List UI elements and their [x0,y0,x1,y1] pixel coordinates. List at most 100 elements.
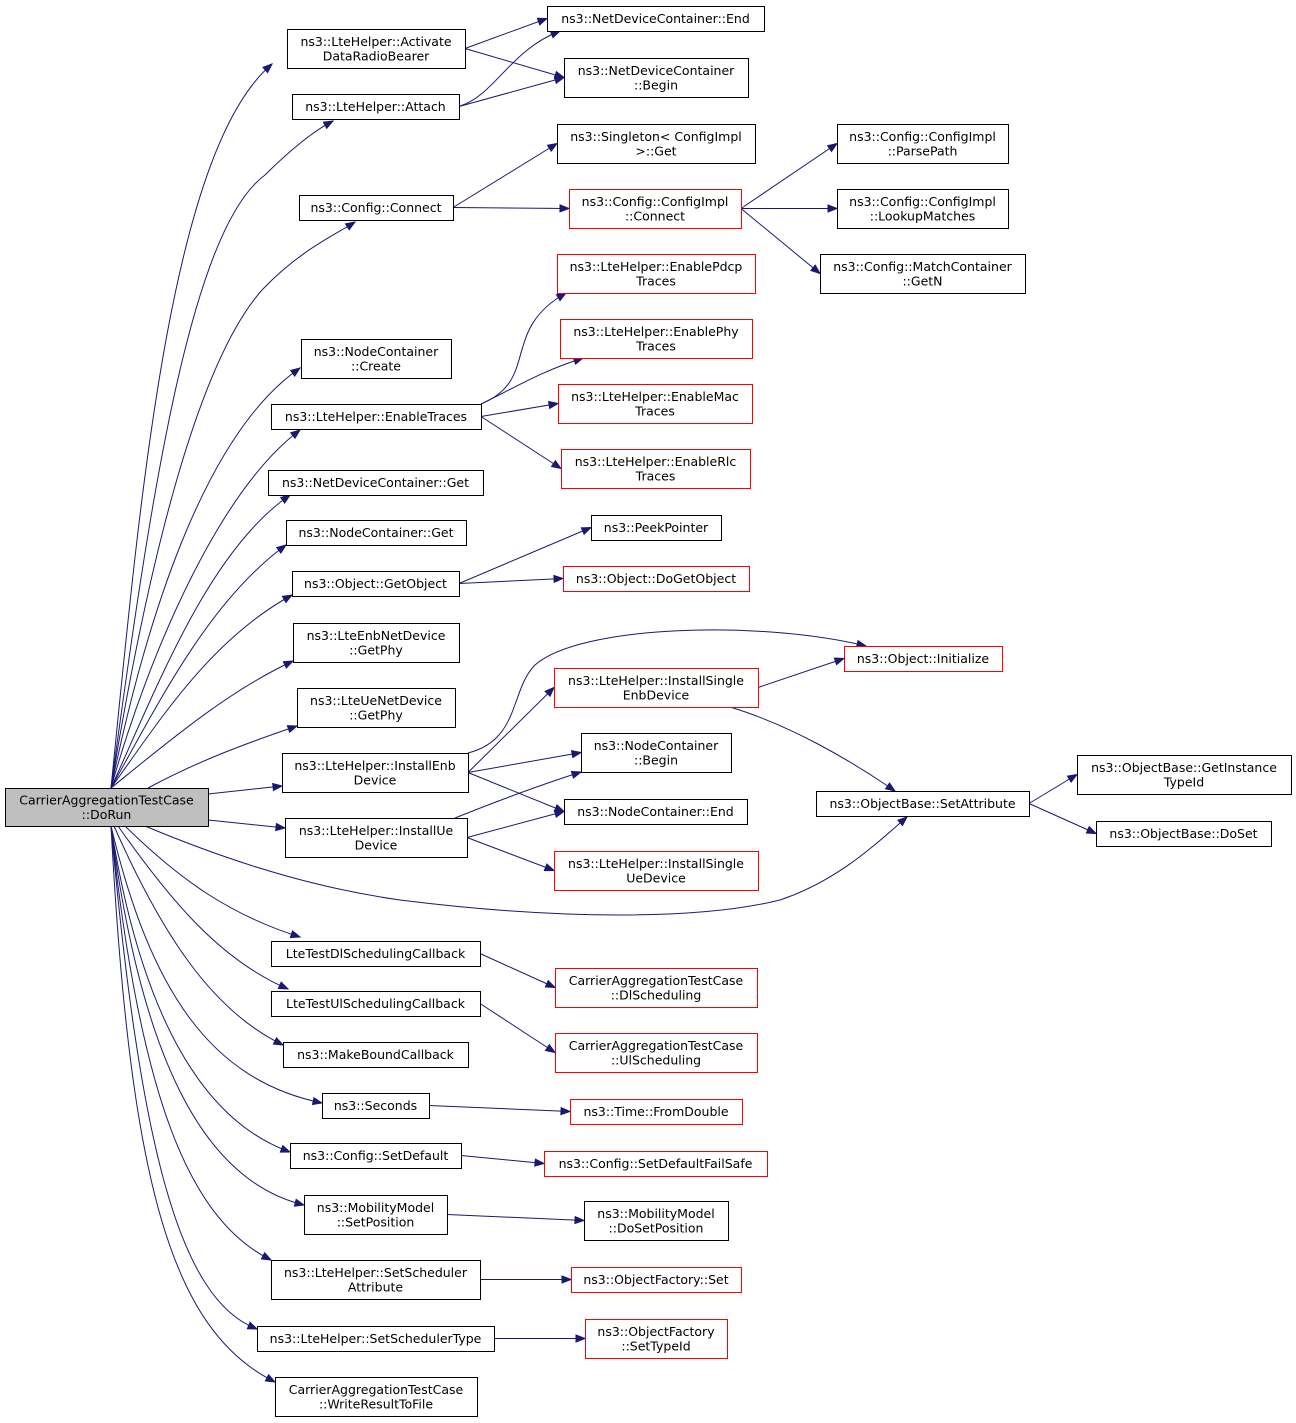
node-box-nc_get[interactable] [286,520,467,546]
node-box-fromdouble[interactable] [570,1099,743,1125]
node-box-doset[interactable] [1096,821,1272,847]
node-box-mm_setposition[interactable] [304,1195,448,1235]
node-box-ue_getphy[interactable] [297,688,456,728]
node-box-configimpl_connect[interactable] [569,189,742,229]
node-box-objectfactory_settypeid[interactable] [585,1319,728,1359]
node-ul_scheduling[interactable]: CarrierAggregationTestCase::UlScheduling [555,1033,758,1073]
node-box-dogetobject[interactable] [563,566,750,592]
node-mm_dosetposition[interactable]: ns3::MobilityModel::DoSetPosition [584,1201,729,1241]
node-fromdouble[interactable]: ns3::Time::FromDouble [570,1099,743,1125]
node-objectfactory_settypeid[interactable]: ns3::ObjectFactory::SetTypeId [585,1319,728,1359]
node-matchcontainer_getn[interactable]: ns3::Config::MatchContainer::GetN [820,254,1026,294]
node-seconds[interactable]: ns3::Seconds [322,1093,430,1119]
node-box-install_single_enb[interactable] [554,668,759,708]
node-box-set_scheduler_attr[interactable] [271,1260,481,1300]
node-box-ul_callback[interactable] [271,991,481,1017]
node-parsepath[interactable]: ns3::Config::ConfigImpl::ParsePath [837,124,1009,164]
node-setattribute[interactable]: ns3::ObjectBase::SetAttribute [816,791,1030,817]
node-box-install_single_ue[interactable] [554,851,759,891]
node-dl_callback[interactable]: LteTestDlSchedulingCallback [271,941,481,967]
node-box-nodecontainer_create[interactable] [301,339,452,379]
node-config_connect[interactable]: ns3::Config::Connect [299,195,454,221]
node-mm_setposition[interactable]: ns3::MobilityModel::SetPosition [304,1195,448,1235]
node-nc_end[interactable]: ns3::NodeContainer::End [564,799,748,825]
node-box-dl_callback[interactable] [271,941,481,967]
node-box-setdefault[interactable] [290,1143,462,1169]
node-root[interactable]: CarrierAggregationTestCase::DoRun [5,788,209,827]
node-makeboundcallback[interactable]: ns3::MakeBoundCallback [283,1042,469,1068]
node-writeresult[interactable]: CarrierAggregationTestCase::WriteResultT… [275,1377,478,1417]
node-singleton_get[interactable]: ns3::Singleton< ConfigImpl>::Get [557,124,756,164]
node-box-getinstancetypeid[interactable] [1077,755,1292,795]
node-enb_getphy[interactable]: ns3::LteEnbNetDevice::GetPhy [293,623,460,663]
node-box-ul_scheduling[interactable] [555,1033,758,1073]
node-box-singleton_get[interactable] [557,124,756,164]
node-box-nc_end[interactable] [564,799,748,825]
node-box-config_connect[interactable] [299,195,454,221]
node-box-writeresult[interactable] [275,1377,478,1417]
node-box-mm_dosetposition[interactable] [584,1201,729,1241]
node-box-setdefaultfailsafe[interactable] [544,1151,768,1177]
node-box-enb_getphy[interactable] [293,623,460,663]
node-box-nc_begin[interactable] [581,733,732,773]
node-ndc_end[interactable]: ns3::NetDeviceContainer::End [547,6,765,32]
node-box-install_enb[interactable] [282,753,469,793]
node-box-enable_rlc[interactable] [561,449,751,489]
node-box-enable_mac[interactable] [558,384,753,424]
node-peekpointer[interactable]: ns3::PeekPointer [591,515,722,541]
node-object_initialize[interactable]: ns3::Object::Initialize [844,646,1003,672]
node-box-enable_traces[interactable] [271,404,482,430]
node-box-set_scheduler_type[interactable] [257,1326,495,1352]
node-doset[interactable]: ns3::ObjectBase::DoSet [1096,821,1272,847]
node-box-getobject[interactable] [292,571,460,597]
node-box-matchcontainer_getn[interactable] [820,254,1026,294]
node-setdefault[interactable]: ns3::Config::SetDefault [290,1143,462,1169]
node-set_scheduler_type[interactable]: ns3::LteHelper::SetSchedulerType [257,1326,495,1352]
node-box-ndc_end[interactable] [547,6,765,32]
node-ue_getphy[interactable]: ns3::LteUeNetDevice::GetPhy [297,688,456,728]
node-ndc_begin[interactable]: ns3::NetDeviceContainer::Begin [564,58,749,98]
node-ul_callback[interactable]: LteTestUlSchedulingCallback [271,991,481,1017]
node-box-root[interactable] [5,788,209,827]
node-attach[interactable]: ns3::LteHelper::Attach [292,94,460,120]
node-lookupmatches[interactable]: ns3::Config::ConfigImpl::LookupMatches [837,189,1009,229]
node-box-lookupmatches[interactable] [837,189,1009,229]
node-box-peekpointer[interactable] [591,515,722,541]
node-box-dl_scheduling[interactable] [555,968,758,1008]
node-box-object_initialize[interactable] [844,646,1003,672]
node-nc_begin[interactable]: ns3::NodeContainer::Begin [581,733,732,773]
node-box-makeboundcallback[interactable] [283,1042,469,1068]
node-box-ndc_begin[interactable] [564,58,749,98]
node-getobject[interactable]: ns3::Object::GetObject [292,571,460,597]
node-dogetobject[interactable]: ns3::Object::DoGetObject [563,566,750,592]
node-box-enable_phy[interactable] [560,319,753,359]
node-box-seconds[interactable] [322,1093,430,1119]
node-enable_traces[interactable]: ns3::LteHelper::EnableTraces [271,404,482,430]
node-configimpl_connect[interactable]: ns3::Config::ConfigImpl::Connect [569,189,742,229]
node-setdefaultfailsafe[interactable]: ns3::Config::SetDefaultFailSafe [544,1151,768,1177]
node-box-setattribute[interactable] [816,791,1030,817]
node-nc_get[interactable]: ns3::NodeContainer::Get [286,520,467,546]
node-box-attach[interactable] [292,94,460,120]
node-box-objectfactory_set[interactable] [571,1267,742,1293]
node-objectfactory_set[interactable]: ns3::ObjectFactory::Set [571,1267,742,1293]
node-ndc_get[interactable]: ns3::NetDeviceContainer::Get [268,470,484,496]
node-box-parsepath[interactable] [837,124,1009,164]
node-dl_scheduling[interactable]: CarrierAggregationTestCase::DlScheduling [555,968,758,1008]
node-box-enable_pdcp[interactable] [557,254,756,294]
node-box-ndc_get[interactable] [268,470,484,496]
node-nodecontainer_create[interactable]: ns3::NodeContainer::Create [301,339,452,379]
node-box-install_ue[interactable] [285,818,468,858]
node-box-activate[interactable] [287,29,466,69]
